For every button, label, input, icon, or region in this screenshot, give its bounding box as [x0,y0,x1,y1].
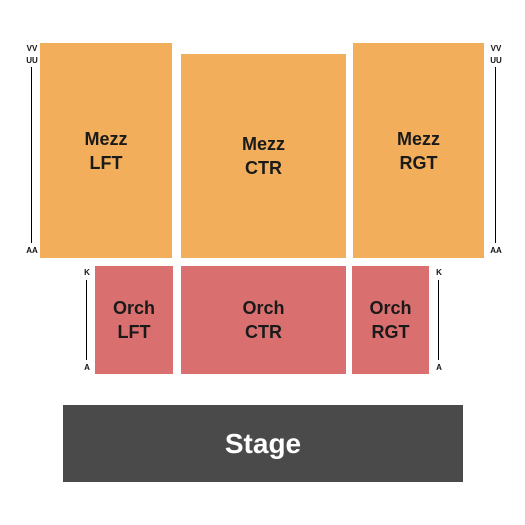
row-label-orch-left-bottom: A [84,363,90,372]
section-label-line1: Mezz [84,128,128,149]
row-label-mezz-right-top2: UU [490,56,502,65]
section-label-line2: LFT [89,152,123,173]
section-label-line1: Mezz [396,128,440,149]
section-label-line1: Mezz [241,134,285,154]
row-line-mezz-right [495,67,496,243]
row-label-mezz-right-top1: VV [490,44,502,53]
row-label-orch-right-bottom: A [436,363,442,372]
section-label-line2: CTR [244,158,282,178]
row-label-orch-right-top: K [436,268,442,277]
section-orch-lft[interactable]: Orch LFT [95,266,173,374]
row-label-mezz-left-bottom: AA [26,246,38,255]
row-line-mezz-left [31,67,32,243]
section-label-line2: CTR [244,322,282,342]
row-line-orch-right [438,280,439,360]
stage: Stage [63,405,463,482]
section-mezz-rgt[interactable]: Mezz RGT [353,43,484,258]
stage-label: Stage [224,427,302,459]
section-label-line1: Orch [369,298,412,318]
row-label-mezz-left-top2: UU [26,56,38,65]
section-orch-ctr[interactable]: Orch CTR [181,266,346,374]
section-label-line1: Orch [242,298,285,318]
section-label-line1: Orch [112,298,155,318]
row-line-orch-left [86,280,87,360]
section-mezz-ctr[interactable]: Mezz CTR [181,54,346,258]
row-label-orch-left-top: K [84,268,90,277]
section-label-line2: RGT [399,152,438,173]
section-label-line2: LFT [117,322,151,342]
row-label-mezz-right-bottom: AA [490,246,502,255]
section-label-line2: RGT [371,322,410,342]
row-label-mezz-left-top1: VV [26,44,38,53]
section-orch-rgt[interactable]: Orch RGT [352,266,429,374]
section-mezz-lft[interactable]: Mezz LFT [40,43,172,258]
